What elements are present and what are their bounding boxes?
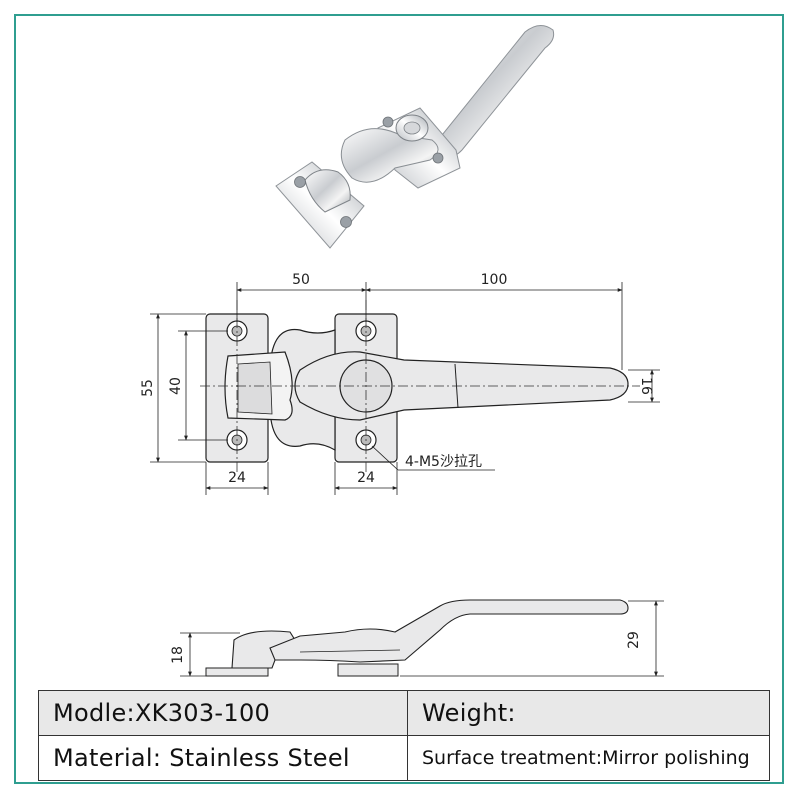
table-row: Modle:XK303-100 Weight: — [38, 690, 770, 736]
product-photo — [275, 25, 555, 249]
dim-18: 18 — [170, 646, 186, 664]
dim-40: 40 — [168, 377, 184, 395]
table-row: Material: Stainless Steel Surface treatm… — [38, 735, 770, 781]
surface-cell: Surface treatment:Mirror polishing — [407, 735, 770, 781]
weight-cell: Weight: — [407, 690, 770, 736]
material-cell: Material: Stainless Steel — [38, 735, 408, 781]
dim-100: 100 — [481, 272, 508, 288]
dim-16: 16 — [638, 377, 654, 395]
dim-29: 29 — [626, 631, 642, 649]
dim-24-left: 24 — [228, 470, 246, 486]
dim-50: 50 — [292, 272, 310, 288]
model-cell: Modle:XK303-100 — [38, 690, 408, 736]
dim-24-right: 24 — [357, 470, 375, 486]
hole-callout: 4-M5沙拉孔 — [405, 454, 482, 470]
top-view: 50 100 55 40 16 24 24 4-M5沙拉孔 — [140, 272, 660, 495]
dim-55: 55 — [140, 379, 156, 397]
side-view: 18 29 — [170, 599, 664, 677]
spec-table: Modle:XK303-100 Weight: Material: Stainl… — [38, 690, 770, 781]
